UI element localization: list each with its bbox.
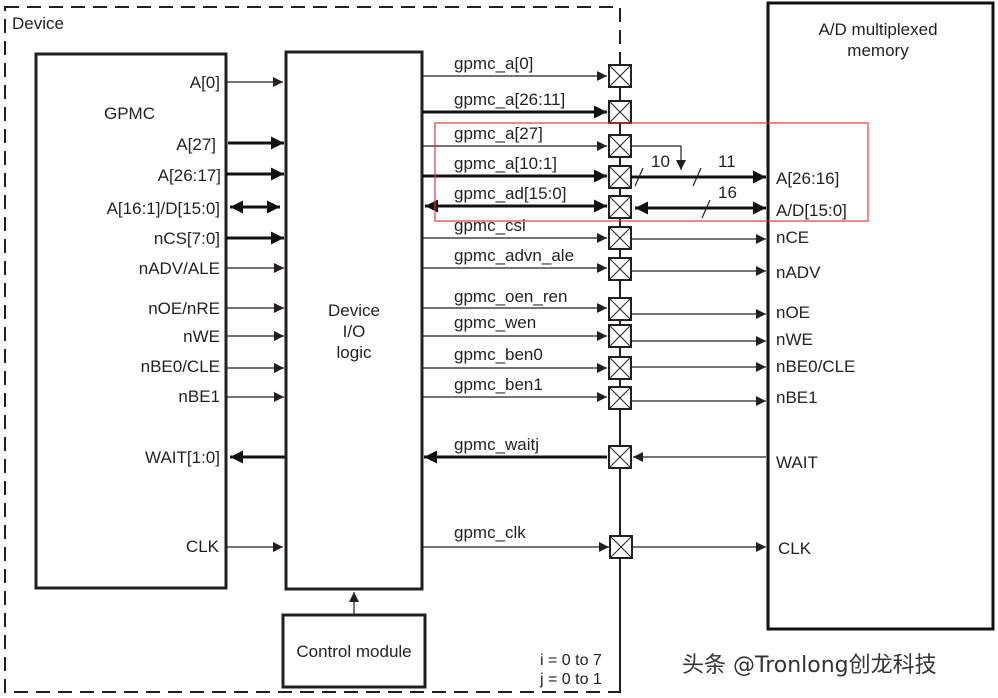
pad-label-gpmc-ben0: gpmc_ben0 bbox=[454, 345, 543, 364]
pad-boxes bbox=[608, 64, 633, 559]
gpmc-signal-a0: A[0] bbox=[190, 73, 220, 92]
pad-label-gpmc-a27: gpmc_a[27] bbox=[454, 124, 543, 143]
control-module-block: Control module bbox=[281, 592, 427, 689]
bus-slash-16 bbox=[701, 199, 711, 219]
control-module-label: Control module bbox=[296, 642, 411, 661]
pad-label-gpmc-wen: gpmc_wen bbox=[454, 313, 536, 332]
pad-label-gpmc-ad15-0: gpmc_ad[15:0] bbox=[454, 184, 566, 203]
bus-width-labels: 10 11 16 bbox=[651, 152, 737, 202]
pad-box-gpmc-a-27 bbox=[608, 134, 632, 158]
bus-width-10: 10 bbox=[651, 152, 670, 171]
memory-pin-nbe1: nBE1 bbox=[776, 388, 818, 407]
pad-box-gpmc-a-10-1 bbox=[608, 165, 632, 189]
pad-box-gpmc-ben1 bbox=[608, 386, 632, 410]
memory-pin-a26-16: A[26:16] bbox=[776, 169, 839, 188]
bus-width-11: 11 bbox=[718, 152, 736, 171]
memory-pin-clk: CLK bbox=[778, 539, 812, 558]
memory-pin-nce: nCE bbox=[776, 228, 809, 247]
gpmc-signal-ncs: nCS[7:0] bbox=[154, 229, 220, 248]
memory-pin-nadv: nADV bbox=[776, 263, 821, 282]
memory-block: A/D multiplexed memory A[26:16] A/D[15:0… bbox=[766, 1, 995, 631]
pad-box-gpmc-waitj bbox=[608, 445, 632, 469]
pad-label-gpmc-oen-ren: gpmc_oen_ren bbox=[454, 287, 567, 306]
gpmc-signal-a27: A[27] bbox=[176, 135, 216, 154]
gpmc-to-io-arrows bbox=[226, 77, 286, 552]
pad-label-gpmc-csi: gpmc_csi bbox=[454, 216, 526, 235]
line-a27-merge bbox=[631, 145, 686, 170]
bus-slash-10 bbox=[634, 167, 644, 187]
io-logic-block: Device I/O logic bbox=[284, 50, 424, 591]
io-to-pad-lines bbox=[422, 71, 609, 552]
memory-title-2: memory bbox=[847, 41, 909, 60]
pad-label-gpmc-ben1: gpmc_ben1 bbox=[454, 375, 543, 394]
gpmc-block: GPMC bbox=[34, 52, 228, 590]
pad-label-gpmc-advn-ale: gpmc_advn_ale bbox=[454, 246, 574, 265]
bus-width-16: 16 bbox=[718, 183, 737, 202]
device-label: Device bbox=[12, 14, 64, 33]
index-note-j: j = 0 to 1 bbox=[539, 671, 602, 688]
pad-box-gpmc-csi bbox=[608, 226, 632, 250]
gpmc-signal-labels: A[0] A[27] A[26:17] A[16:1]/D[15:0] nCS[… bbox=[107, 73, 221, 556]
memory-pin-nwe: nWE bbox=[776, 330, 813, 349]
index-note-i: i = 0 to 7 bbox=[540, 652, 602, 669]
pad-label-gpmc-waitj: gpmc_waitj bbox=[454, 435, 539, 454]
gpmc-signal-noe-nre: nOE/nRE bbox=[148, 299, 220, 318]
pad-box-gpmc-wen bbox=[608, 324, 632, 348]
memory-pin-ad15-0: A/D[15:0] bbox=[776, 201, 847, 220]
pad-box-gpmc-clk bbox=[609, 535, 633, 559]
pad-label-gpmc-clk: gpmc_clk bbox=[454, 523, 526, 542]
gpmc-title: GPMC bbox=[104, 104, 155, 123]
gpmc-signal-a16-1-d15-0: A[16:1]/D[15:0] bbox=[107, 199, 220, 218]
pad-to-memory-lines bbox=[631, 145, 766, 552]
device-container: Device i = 0 to 7 j = 0 to 1 bbox=[4, 6, 621, 693]
pad-labels: gpmc_a[0] gpmc_a[26:11] gpmc_a[27] gpmc_… bbox=[454, 54, 574, 542]
memory-pin-wait: WAIT bbox=[776, 453, 818, 472]
gpmc-signal-nwe: nWE bbox=[183, 327, 220, 346]
io-logic-label-1: Device bbox=[328, 301, 380, 320]
gpmc-signal-clk: CLK bbox=[186, 537, 220, 556]
pad-box-gpmc-ben0 bbox=[608, 356, 632, 380]
watermark: 头条 @Tronlong创龙科技 bbox=[682, 653, 937, 678]
pad-box-gpmc-ad-15-0 bbox=[608, 195, 632, 219]
pad-label-gpmc-a26-11: gpmc_a[26:11] bbox=[454, 90, 565, 109]
bus-slash-11 bbox=[692, 167, 702, 187]
pad-box-gpmc-oen-ren bbox=[608, 297, 632, 321]
gpmc-signal-nbe0-cle: nBE0/CLE bbox=[141, 357, 220, 376]
pad-box-gpmc-a-26-11 bbox=[608, 100, 632, 124]
memory-title-1: A/D multiplexed bbox=[818, 20, 937, 39]
pad-label-gpmc-a10-1: gpmc_a[10:1] bbox=[454, 154, 557, 173]
memory-pin-nbe0-cle: nBE0/CLE bbox=[776, 357, 855, 376]
gpmc-signal-nadv-ale: nADV/ALE bbox=[139, 259, 220, 278]
highlight-box bbox=[434, 122, 869, 222]
pad-box-gpmc-a-0 bbox=[608, 64, 632, 88]
io-logic-label-2: I/O bbox=[343, 322, 366, 341]
gpmc-signal-a26-17: A[26:17] bbox=[158, 166, 221, 185]
memory-pin-noe: nOE bbox=[776, 303, 810, 322]
gpmc-signal-wait: WAIT[1:0] bbox=[145, 448, 220, 467]
gpmc-signal-nbe1: nBE1 bbox=[178, 387, 220, 406]
pad-label-gpmc-a0: gpmc_a[0] bbox=[454, 54, 533, 73]
pad-box-gpmc-advn-ale bbox=[608, 257, 632, 281]
io-logic-label-3: logic bbox=[337, 343, 372, 362]
